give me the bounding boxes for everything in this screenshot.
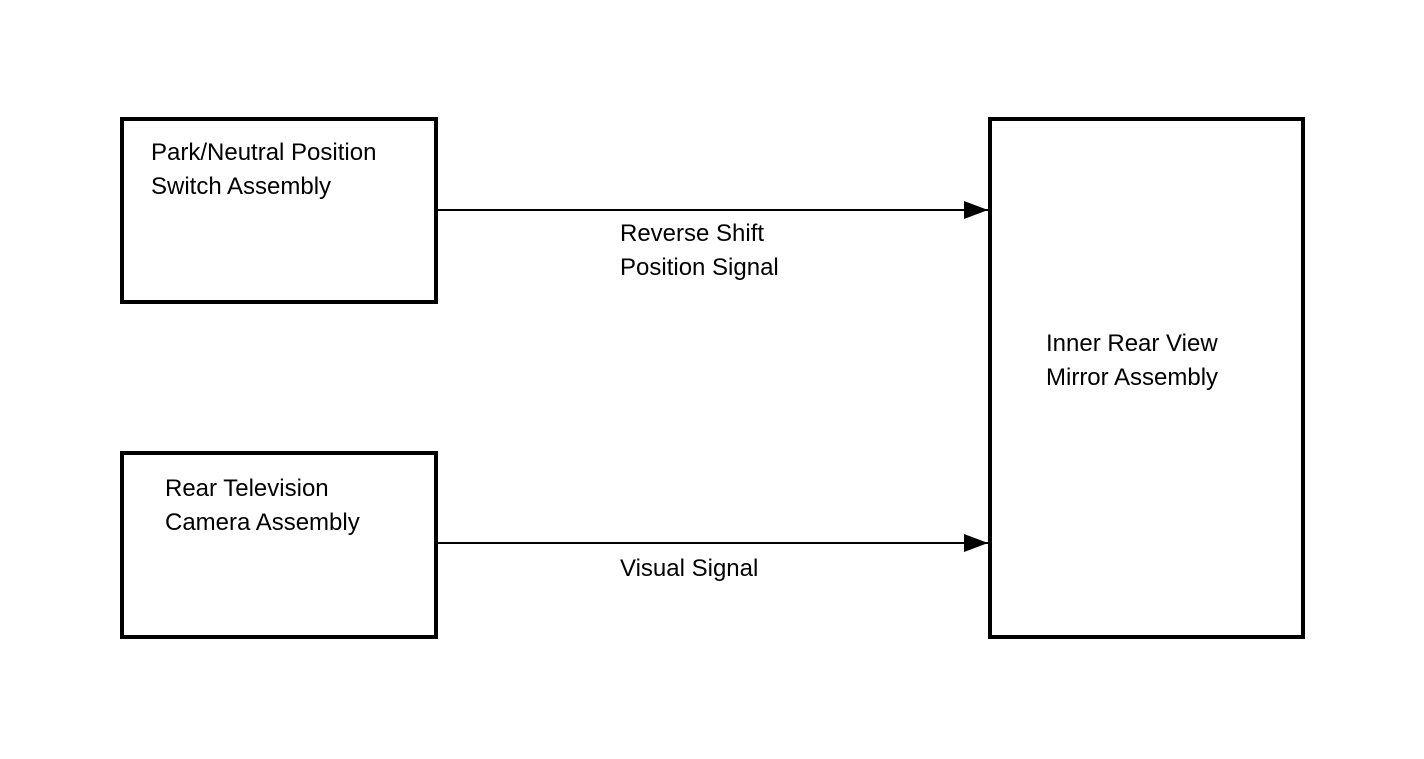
label-reverse-shift-position-signal: Reverse Shift Position Signal xyxy=(620,220,779,281)
arrow-line xyxy=(438,209,988,211)
node-rear-television-camera-label: Rear Television Camera Assembly xyxy=(165,475,360,536)
node-park-neutral-position-switch: Park/Neutral Position Switch Assembly xyxy=(120,117,438,304)
node-inner-rear-view-mirror: Inner Rear View Mirror Assembly xyxy=(988,117,1305,639)
label-visual-signal: Visual Signal xyxy=(620,555,759,582)
arrow-line xyxy=(438,542,988,544)
node-inner-rear-view-mirror-label: Inner Rear View Mirror Assembly xyxy=(1046,330,1219,391)
node-park-neutral-position-switch-label: Park/Neutral Position Switch Assembly xyxy=(151,139,377,200)
arrowhead-right-icon xyxy=(964,201,988,219)
arrowhead-right-icon xyxy=(964,534,988,552)
node-rear-television-camera: Rear Television Camera Assembly xyxy=(120,451,438,639)
